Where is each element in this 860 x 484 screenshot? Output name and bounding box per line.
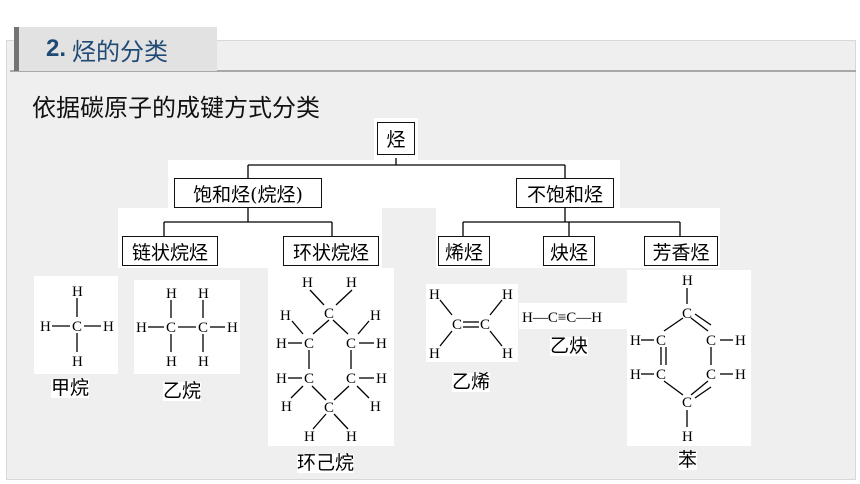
benzene-structure-box — [627, 270, 751, 446]
svg-text:C: C — [198, 320, 208, 336]
svg-text:C: C — [304, 371, 314, 387]
svg-text:C: C — [72, 319, 82, 335]
svg-text:H: H — [735, 333, 746, 349]
section-number: 2. — [46, 35, 67, 62]
methane-structure-box — [34, 276, 118, 374]
svg-text:H: H — [429, 287, 440, 303]
svg-text:C: C — [480, 317, 490, 333]
section-title-text: 烃的分类 — [72, 37, 169, 66]
svg-text:H: H — [166, 286, 177, 302]
node-alkene: 烯烃 — [438, 236, 490, 266]
svg-text:H: H — [103, 319, 114, 335]
svg-text:C: C — [706, 367, 716, 383]
svg-text:H: H — [376, 336, 387, 352]
svg-text:C: C — [166, 320, 176, 336]
ethylene-structure: H H C C H H — [429, 287, 513, 362]
svg-text:H: H — [502, 346, 513, 362]
svg-text:H: H — [735, 367, 746, 383]
svg-text:C: C — [706, 333, 716, 349]
svg-text:H: H — [346, 429, 357, 445]
label-methane: 甲烷 — [51, 377, 90, 399]
svg-text:H: H — [370, 308, 381, 324]
svg-text:H: H — [630, 333, 641, 349]
svg-text:H: H — [276, 371, 287, 387]
svg-text:C: C — [324, 400, 334, 416]
node-unsaturated-hydrocarbon: 不饱和烃 — [516, 178, 614, 208]
label-ethane: 乙烷 — [163, 380, 202, 402]
ethylene-structure-box — [426, 284, 518, 362]
svg-text:H: H — [166, 354, 177, 370]
svg-text:H: H — [376, 371, 387, 387]
node-hydrocarbon: 烃 — [377, 122, 415, 155]
svg-text:C: C — [346, 371, 356, 387]
svg-text:H: H — [280, 308, 291, 324]
benzene-structure: H C H C C H H C C H C H — [630, 273, 746, 445]
svg-text:C: C — [682, 306, 692, 322]
svg-text:H: H — [682, 273, 693, 289]
svg-text:C: C — [656, 333, 666, 349]
svg-text:H: H — [136, 320, 147, 336]
svg-text:H: H — [429, 346, 440, 362]
header-divider — [10, 70, 856, 72]
label-benzene: 苯 — [678, 449, 698, 471]
svg-text:H: H — [227, 320, 238, 336]
svg-text:H: H — [346, 275, 357, 291]
svg-text:H: H — [502, 287, 513, 303]
svg-text:C: C — [346, 336, 356, 352]
cyclohexane-structure: H H C H H C C H H C C H H H H C H H — [276, 275, 387, 445]
svg-text:C: C — [682, 395, 692, 411]
node-alkyne: 炔烃 — [543, 236, 595, 266]
methane-structure: H H C H H — [40, 284, 114, 370]
svg-text:H: H — [40, 319, 51, 335]
svg-text:H: H — [198, 354, 209, 370]
svg-text:H: H — [304, 429, 315, 445]
svg-text:H: H — [276, 336, 287, 352]
page-subtitle: 依据碳原子的成键方式分类 — [32, 94, 320, 122]
svg-text:H: H — [630, 367, 641, 383]
svg-text:H: H — [198, 286, 209, 302]
svg-text:H: H — [72, 354, 83, 370]
acetylene-structure: H—C≡C—H — [522, 310, 602, 326]
node-aromatic: 芳香烃 — [644, 236, 718, 266]
node-saturated-hydrocarbon: 饱和烃(烷烃) — [174, 178, 322, 208]
svg-text:H: H — [72, 284, 83, 300]
section-title: 2. 烃的分类 — [14, 27, 217, 71]
node-chain-alkane: 链状烷烃 — [122, 236, 218, 266]
svg-text:H: H — [302, 275, 313, 291]
label-cyclohexane: 环己烷 — [297, 452, 355, 474]
label-ethylene: 乙烯 — [452, 371, 491, 393]
svg-text:C: C — [324, 306, 334, 322]
svg-text:H: H — [370, 399, 381, 415]
acetylene-structure-box — [519, 303, 627, 329]
svg-text:C: C — [304, 336, 314, 352]
label-acetylene: 乙炔 — [550, 335, 589, 357]
svg-text:H: H — [281, 399, 292, 415]
svg-text:C: C — [656, 367, 666, 383]
svg-text:H: H — [682, 429, 693, 445]
cyclohexane-structure-box — [268, 268, 394, 446]
ethane-structure: H H H C C H H H — [136, 286, 238, 370]
node-ring-alkane: 环状烷烃 — [283, 236, 379, 266]
svg-text:C: C — [452, 317, 462, 333]
